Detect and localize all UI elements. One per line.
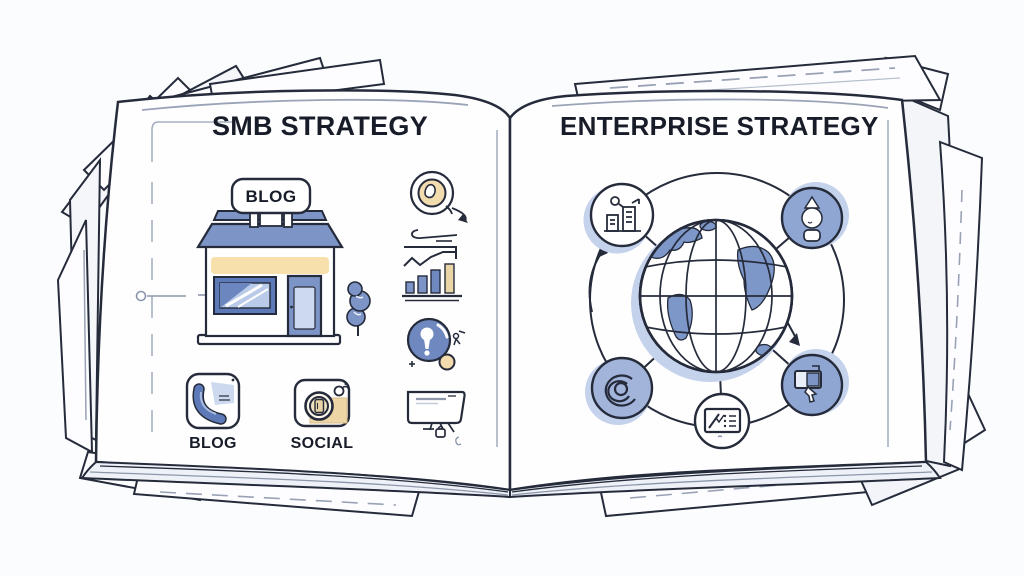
right-page-title: ENTERPRISE STRATEGY [560,111,879,141]
satellite-lightbulb [780,186,844,250]
satellite-screen [780,353,844,417]
camera-icon [304,383,349,424]
buildings-icon [604,196,641,232]
storefront-illustration [196,177,371,346]
doodle-icon-column [402,170,468,446]
target-scribble-icon [409,170,468,242]
tree-icon [346,281,371,336]
social-tile-label: SOCIAL [290,435,354,452]
channel-tiles [185,372,351,430]
stack-sheet [938,140,984,472]
page-frames [135,120,889,447]
blog-tile-label: BLOG [189,435,237,452]
lightbulb-icon [801,195,823,242]
margin-circle-doodle [135,290,147,302]
bar-chart-icon [402,246,462,302]
phone-tile [185,372,241,430]
storefront-awning-band [211,257,329,274]
storefront-sign [230,177,312,228]
monitor-icon [406,390,466,446]
idea-bulb-icon [406,317,466,371]
screen-cursor-icon [794,365,822,403]
phone-icon [192,378,235,425]
storefront-sign-label: BLOG [245,187,297,206]
storefront-door [286,274,323,338]
social-tile [293,378,351,428]
satellite-checklist [693,392,751,450]
storefront-window [213,276,277,315]
checklist-icon [703,407,742,438]
globe-diagram [583,172,849,450]
left-page-title: SMB STRATEGY [211,111,429,141]
globe-icon [638,218,794,374]
satellite-buildings [589,182,655,248]
flow-arrows [588,246,800,346]
stack-sheet [56,219,94,454]
satellite-mention [590,356,654,420]
mention-swirl-icon [604,374,636,407]
